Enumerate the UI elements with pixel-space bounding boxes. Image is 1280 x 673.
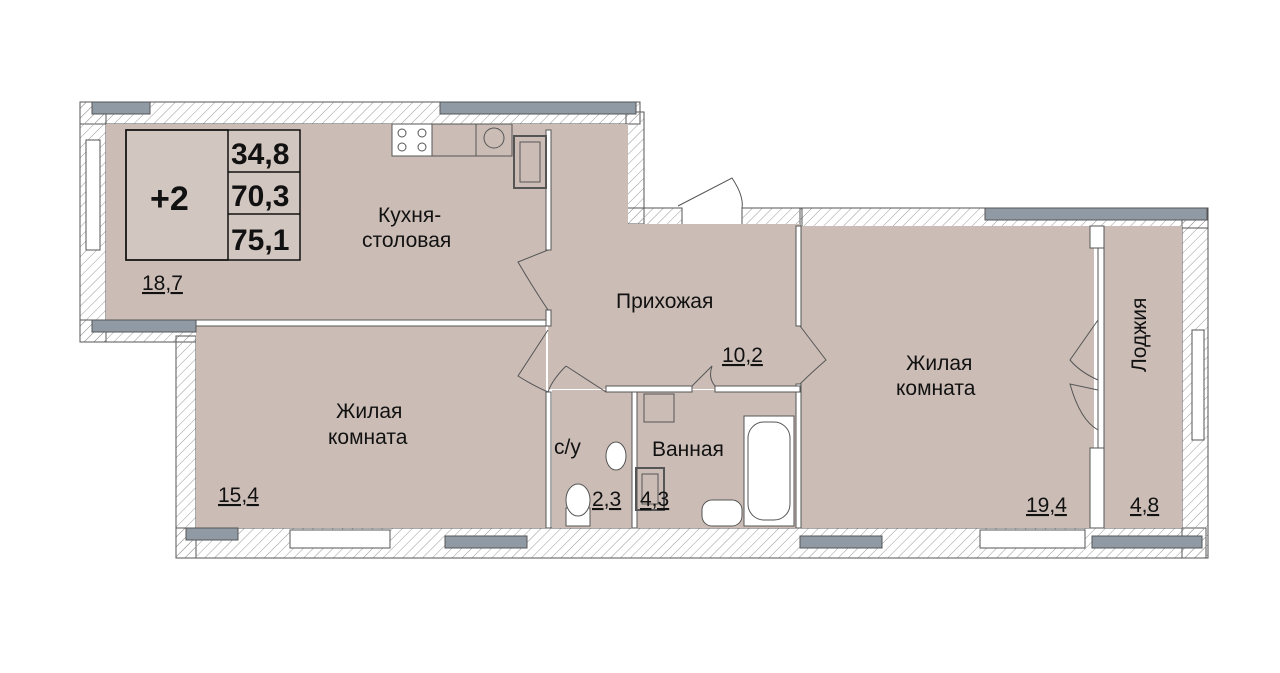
sink-icon	[475, 123, 513, 157]
fridge-icon	[513, 135, 547, 189]
kitchen-label-1: Кухня-	[378, 204, 441, 227]
hall-floor	[548, 224, 800, 389]
loggia-floor	[1104, 226, 1182, 528]
loggia-label: Лоджия	[1128, 298, 1151, 372]
living-left-label-2: комната	[328, 426, 408, 449]
loggia-area: 4,8	[1130, 494, 1159, 517]
kitchen-label-2: столовая	[362, 229, 451, 252]
bathroom-area: 4,3	[640, 488, 669, 511]
wc-area: 2,3	[592, 488, 621, 511]
room-labels: Кухня- столовая 18,7 Прихожая 10,2 Жилая…	[142, 204, 1159, 517]
washbasin-icon	[701, 499, 743, 527]
area-with-loggia: 75,1	[231, 224, 289, 257]
door-swings	[517, 177, 1099, 431]
shaft-icon	[643, 393, 675, 423]
area-total: 70,3	[231, 180, 289, 213]
living-right-label-1: Жилая	[906, 352, 972, 375]
living-left-area: 15,4	[218, 484, 259, 507]
hall-label: Прихожая	[616, 290, 713, 313]
kitchen-floor	[106, 124, 548, 320]
wc-sink-icon	[605, 441, 627, 471]
bathtub-icon	[743, 415, 795, 527]
interior-walls	[195, 129, 1105, 529]
kitchen-area: 18,7	[142, 272, 183, 295]
rooms-badge: +2	[150, 180, 189, 218]
hall-area: 10,2	[722, 344, 763, 367]
boiler-icon	[635, 467, 665, 511]
fixtures	[391, 123, 795, 527]
stove-icon	[391, 123, 433, 157]
wc-label: с/у	[554, 436, 581, 459]
summary-box: +2 34,8 70,3 75,1	[125, 129, 301, 261]
living-left-label-1: Жилая	[336, 400, 402, 423]
living-right-floor	[800, 226, 1094, 528]
bathroom-label: Ванная	[652, 438, 724, 461]
living-left-floor	[196, 326, 546, 528]
living-right-area: 19,4	[1026, 494, 1067, 517]
area-living: 34,8	[231, 138, 289, 171]
living-right-label-2: комната	[896, 377, 976, 400]
windows	[85, 101, 1208, 549]
floor-areas	[106, 124, 1182, 528]
kitchen-floor-ext	[548, 124, 628, 224]
